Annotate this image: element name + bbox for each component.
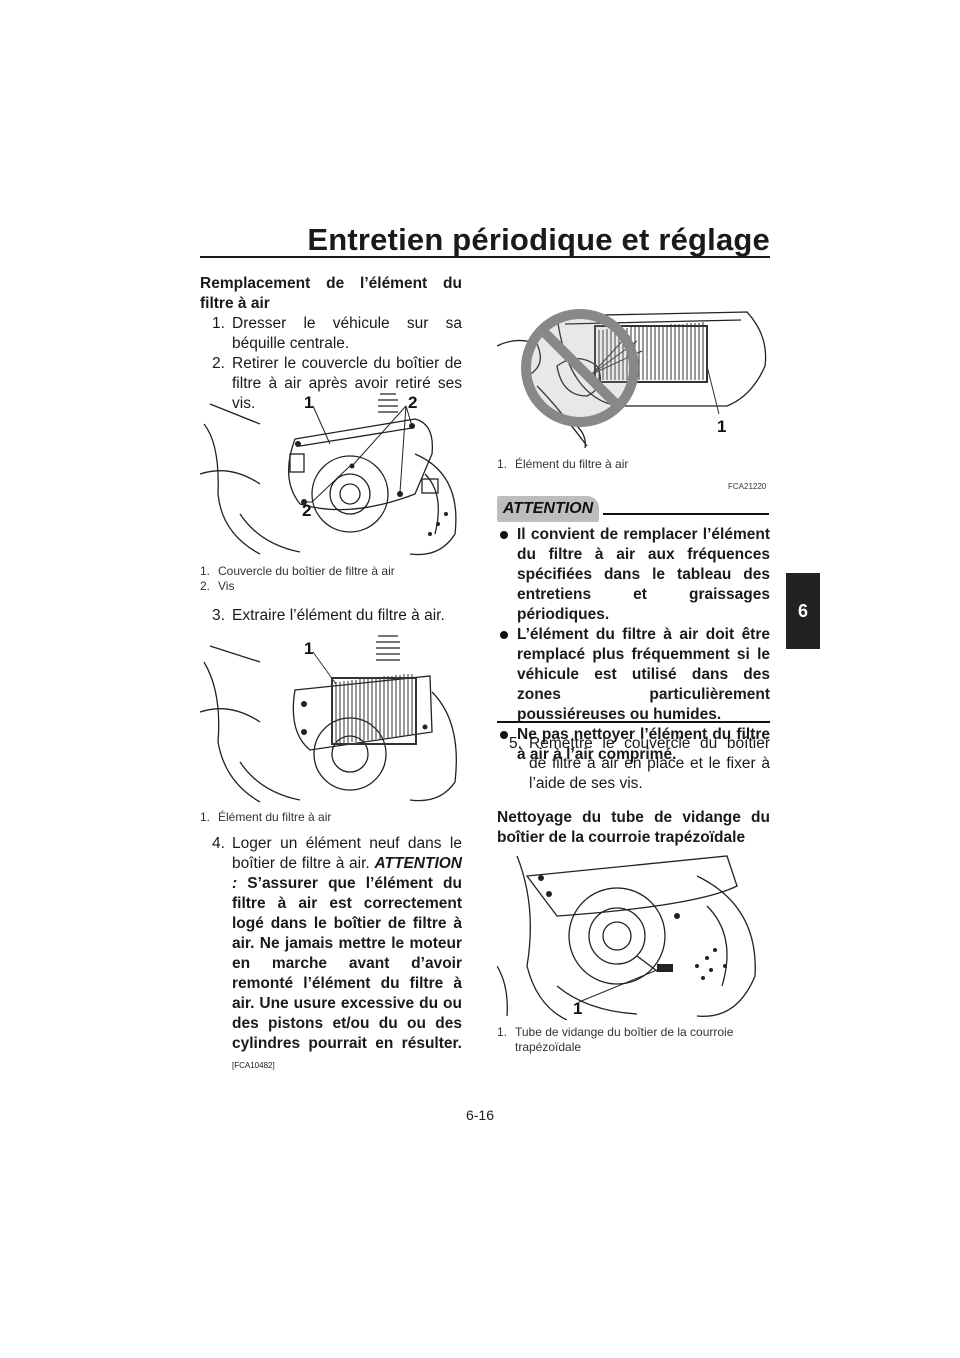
page-number: 6-16 [465,1107,495,1123]
list-item: Ne pas nettoyer l’élément du filtre à ai… [500,726,770,763]
list-item: Il convient de remplacer l’élément du fi… [500,526,770,623]
figure-caption: 1.Élément du filtre à air [497,457,629,471]
figure-air-filter-element: 1 [200,635,457,803]
svg-text:2: 2 [408,393,417,412]
attention-rule [603,513,769,515]
svg-text:1: 1 [717,417,726,436]
svg-text:1: 1 [304,639,313,658]
figure-caption: 1.Couvercle du boîtier de filtre à air 2… [200,564,395,593]
svg-text:2: 2 [302,501,311,520]
attention-code: FCA21220 [728,482,767,491]
svg-text:1: 1 [304,393,313,412]
figure-air-filter-cover: 1 2 2 [200,393,457,556]
step-4: 4. Loger un élément neuf dans le boîtier… [212,835,463,1070]
svg-text:1: 1 [573,999,582,1018]
step-2: 2. Retirer le couvercle du boîtier de fi… [212,355,462,412]
step-1: 1. Dresser le véhicule sur sa béquille c… [212,315,462,352]
step-3: 3. Extraire l’élément du filtre à air. [212,607,445,624]
figure-caption: 1.Élément du filtre à air [200,810,332,824]
list-item: L’élément du filtre à air doit être remp… [500,626,770,723]
title-rule [200,256,770,258]
figure-no-compressed-air: 1 [497,309,767,448]
figure-drain-tube: 1 [497,855,756,1020]
attention-end-rule [497,721,770,723]
figure-caption: 1.Tube de vidange du boîtier de la courr… [497,1025,734,1054]
step-5: 5. Remettre le couvercle du boîtier de f… [509,735,770,792]
section-heading: Remplacement de l’élément du filtre à ai… [200,275,462,312]
attention-label: ATTENTION [497,496,599,522]
chapter-tab: 6 [786,573,820,649]
section-heading: Nettoyage du tube de vidange du boîtier … [497,809,770,846]
page-title: Entretien périodique et réglage [307,222,770,257]
attention-bullets: Il convient de remplacer l’élément du fi… [500,525,770,765]
